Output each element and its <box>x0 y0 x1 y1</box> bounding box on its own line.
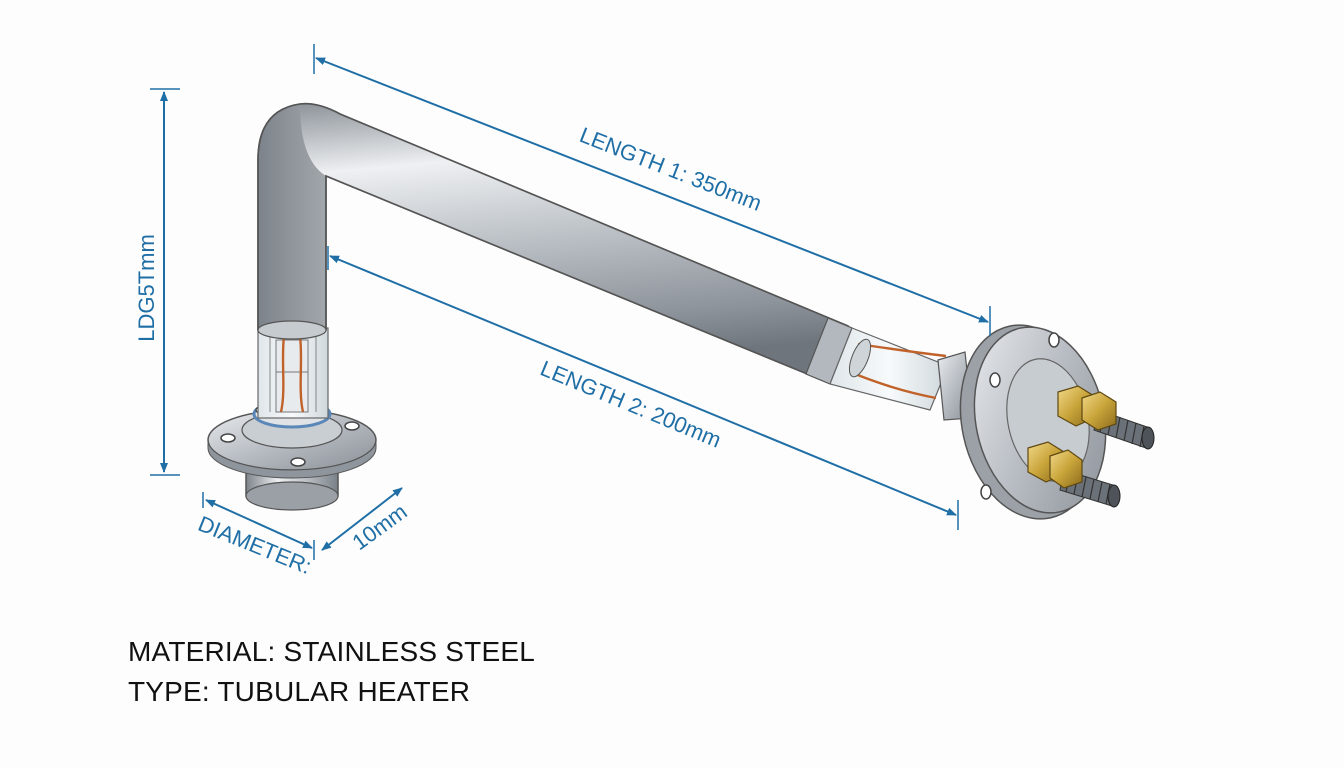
brass-nuts <box>1027 385 1117 489</box>
length-2-label: LENGTH 2: 200mm <box>537 356 725 453</box>
dimension-vertical: LDG5Tmm <box>134 88 180 476</box>
vertical-label: LDG5Tmm <box>134 234 159 342</box>
spec-block: MATERIAL: STAINLESS STEEL TYPE: TUBULAR … <box>128 632 535 712</box>
length-1-label: LENGTH 1: 350mm <box>576 122 765 216</box>
diameter-value: 10mm <box>348 499 412 555</box>
type-spec: TYPE: TUBULAR HEATER <box>128 676 471 707</box>
material-spec: MATERIAL: STAINLESS STEEL <box>128 636 535 667</box>
